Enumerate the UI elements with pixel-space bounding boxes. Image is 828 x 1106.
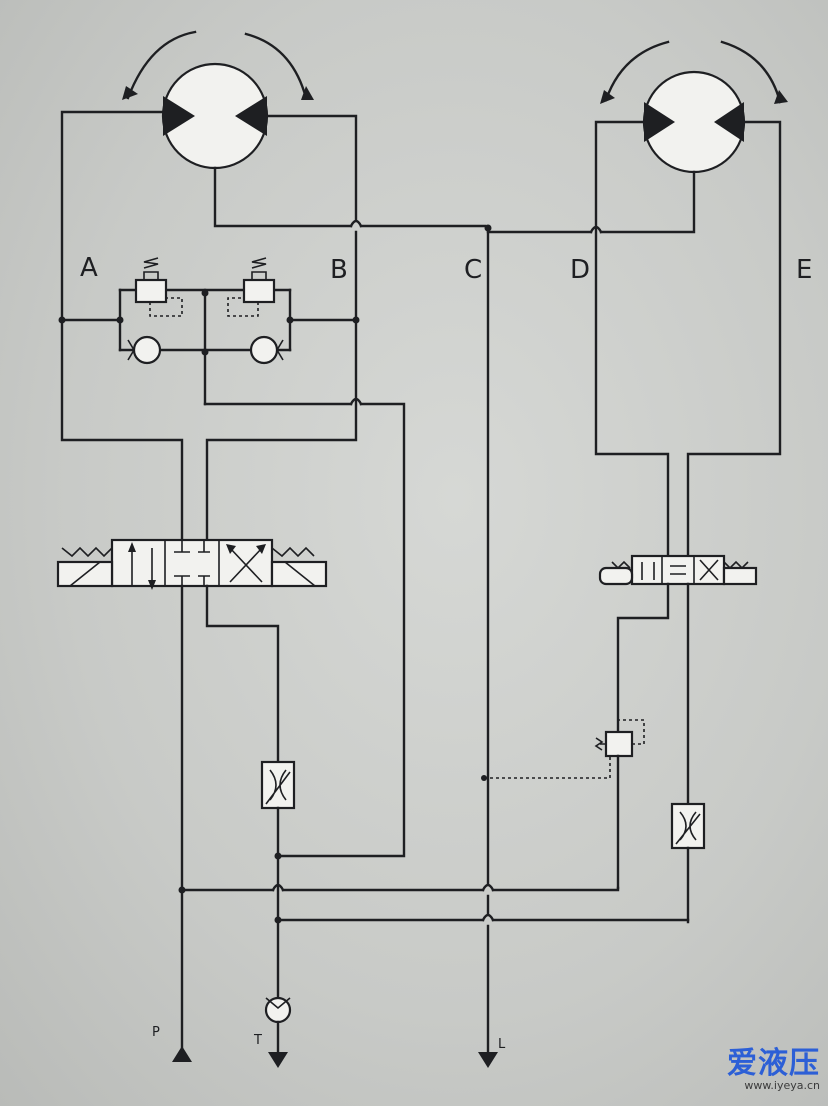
left-motor-piping [60,110,487,542]
port-p-arrow [172,1046,192,1062]
right-pressure-reducing-valve [594,719,645,890]
label-a: A [80,253,98,283]
tank-check-valve [264,996,292,1054]
port-l-arrow [478,1052,498,1068]
watermark-brand: 爱液压 [727,1046,820,1081]
label-c: C [464,255,482,285]
right-hydraulic-motor [600,40,788,174]
left-throttle-valve [260,760,296,1000]
right-directional-valve [598,554,758,806]
port-t-arrow [268,1052,288,1068]
right-motor-piping [486,120,782,558]
label-b: B [330,255,348,285]
relief-check-valve-block [58,257,406,858]
label-l: L [498,1037,506,1052]
left-directional-valve [56,538,328,1052]
watermark-url: www.iyeya.cn [744,1079,820,1092]
label-p: P [152,1025,160,1040]
drain-line-c [481,224,611,1054]
right-throttle-valve [670,802,706,924]
supply-return-manifold [178,883,690,924]
label-d: D [570,255,590,285]
left-hydraulic-motor [122,30,314,170]
label-t: T [253,1033,262,1048]
label-e: E [796,255,812,285]
watermark-logo: 爱液压 www.iyeya.cn [727,1046,820,1093]
